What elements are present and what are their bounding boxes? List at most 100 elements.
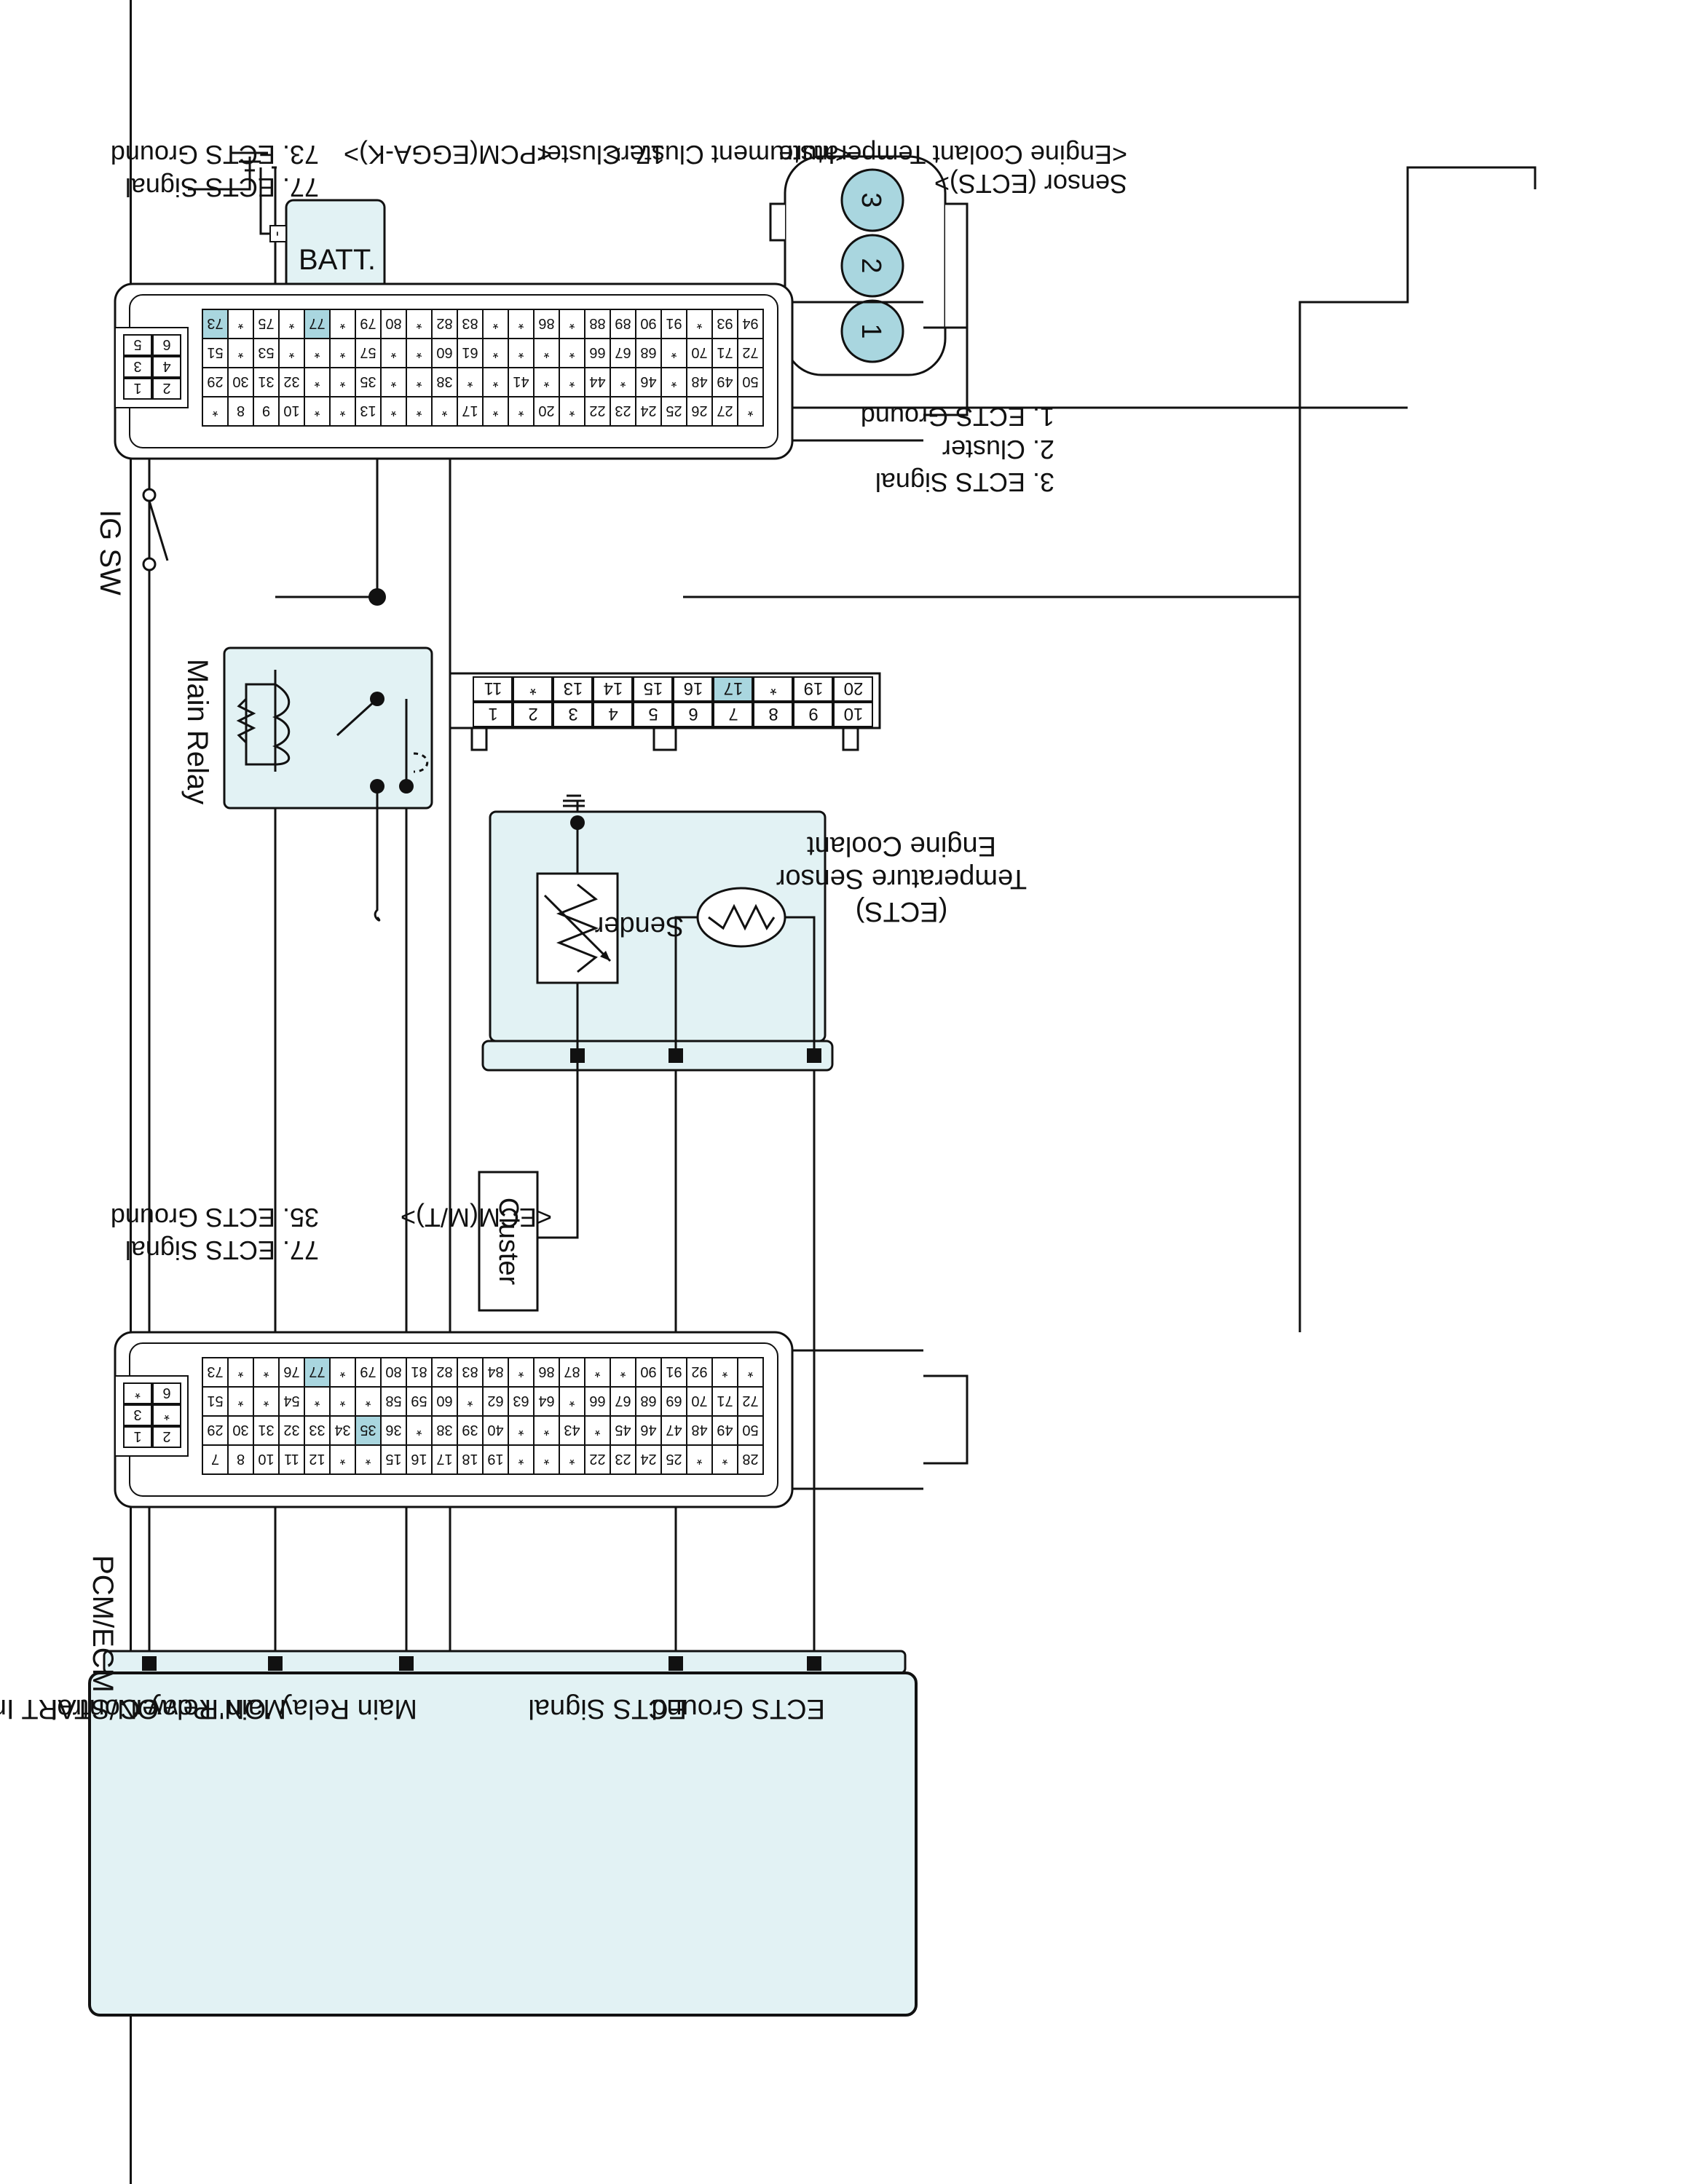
cluster-connector-face: <Instrument Cluster> 17. Cluster 2019*17… — [449, 140, 881, 751]
pcm-connector-pin-label: * — [288, 344, 294, 360]
cluster-pin-label: 15 — [644, 678, 663, 698]
pcm-connector-pin-label: 17 — [462, 403, 478, 419]
pcm-pin-ects-signal: ECTS Signal — [528, 1693, 687, 1724]
ecm-connector-pin-label: 23 — [615, 1451, 631, 1467]
pcm-connector-strip — [103, 1650, 907, 1674]
pcm-connector-pin-label: 30 — [232, 373, 248, 389]
ecm-connector-pin-label: 72 — [742, 1393, 758, 1409]
ecm-connector-pin-label: 62 — [487, 1393, 503, 1409]
pcm-connector-pin-label: * — [696, 315, 702, 331]
pcm-connector-pin-label: 91 — [666, 315, 682, 331]
ecm-connector-pin-label: 19 — [487, 1451, 503, 1467]
ecm-connector-pin-label: 31 — [258, 1422, 274, 1438]
relay-coil — [272, 683, 291, 766]
cluster-pin-label: 9 — [808, 704, 818, 724]
pcm-connector-pin-label: 77 — [309, 315, 325, 331]
ecm-connector-pin-label: 82 — [436, 1364, 452, 1380]
ects-connector-title-1: <Engine Coolant Temperature — [778, 140, 1127, 170]
ecm-connector-pin-label: 68 — [640, 1393, 656, 1409]
pcm-connector-pin-label: 38 — [436, 373, 452, 389]
pcm-connector-pin-label: 26 — [691, 403, 707, 419]
ecm-connector-pin-label: 45 — [615, 1422, 631, 1438]
pcm-connector-pin-label: * — [416, 315, 422, 331]
pcm-connector-pin-label: * — [237, 344, 243, 360]
pcm-connector-pin-label: * — [467, 373, 473, 389]
pcm-connector-pin-label: * — [543, 344, 549, 360]
cluster-pin-cell — [553, 676, 593, 702]
pcm-connector-pin-label: * — [314, 373, 320, 389]
pcm-connector-pin-label: * — [314, 344, 320, 360]
pcm-pin-main-relay-control: Main Relay Control — [51, 1693, 286, 1724]
ecm-connector-pin-label: * — [747, 1364, 753, 1380]
pcm-connector-pin-label: 70 — [691, 344, 707, 360]
pcm-connector-pin-label: * — [339, 315, 345, 331]
ecm-connector-aux-cell — [152, 1404, 181, 1426]
pcm-connector-pin-label: 57 — [360, 344, 376, 360]
ecm-connector-aux-cell — [123, 1426, 152, 1448]
cluster-pin-label: 11 — [484, 678, 502, 698]
ects-block-name-2: Temperature Sensor — [776, 863, 1028, 894]
ecm-connector-pin-label: 32 — [283, 1422, 299, 1438]
pcm-connector-pin-label: * — [492, 373, 498, 389]
cluster-pin-label: 19 — [804, 678, 824, 698]
ects-pin-3 — [840, 168, 904, 232]
pcm-connector-pin-label: * — [569, 403, 575, 419]
pcm-connector-pin-label: 44 — [589, 373, 605, 389]
cluster-pin-cell — [593, 702, 633, 727]
ects-legend-2: 2. Cluster — [942, 435, 1054, 464]
ecm-connector-pin-label: 86 — [538, 1364, 554, 1380]
ecm-connector-pin-label: 10 — [258, 1451, 274, 1467]
ecm-connector-pin-label: 77 — [309, 1364, 325, 1380]
ecm-connector-pin-label: 64 — [538, 1393, 554, 1409]
pcm-connector-pin-label: 82 — [436, 315, 452, 331]
cluster-pin-cell — [673, 676, 713, 702]
ecm-connector-pin-label: 7 — [211, 1451, 219, 1467]
cluster-pin-label: 2 — [528, 704, 537, 724]
ecm-connector-pin-label: 84 — [487, 1364, 503, 1380]
pcm-connector-pin-label: 46 — [640, 373, 656, 389]
ects-pin-label-3: 3 — [856, 192, 886, 207]
pcm-pin-ects-ground: ECTS Ground — [651, 1693, 825, 1724]
ecm-connector-pin-label: * — [594, 1422, 600, 1438]
pcm-connector-pin-label: * — [212, 403, 218, 419]
ecm-connector-pin-label: 34 — [334, 1422, 350, 1438]
pcm-connector-pin-label: * — [416, 403, 422, 419]
main-relay-label: Main Relay — [181, 659, 213, 804]
cluster-pin-label: 17 — [724, 678, 744, 698]
ecm-connector-pin-label: 92 — [691, 1364, 707, 1380]
pcm-connector-pin-label: 24 — [640, 403, 656, 419]
pcm-connector-aux-label: 2 — [162, 380, 170, 396]
pcm-connector-pin-label: * — [339, 344, 345, 360]
cluster-pin-cell — [473, 702, 513, 727]
ecm-connector-pin-label: 35 — [360, 1422, 376, 1438]
pcm-connector-pin-label: * — [314, 403, 320, 419]
cluster-pin-cell — [713, 676, 753, 702]
pcm-connector-pin-label: 90 — [640, 315, 656, 331]
ects-pin-1 — [840, 299, 904, 363]
ecm-connector-pin-label: 50 — [742, 1422, 758, 1438]
pcm-connector-aux-label: 5 — [133, 336, 141, 352]
cluster-pin-cell — [673, 702, 713, 727]
ecm-connector-aux-label: * — [135, 1385, 141, 1401]
pcm-ecm-block: PCM/ECM ON/START Input Main Relay Contro… — [0, 1555, 918, 2017]
ecm-legend-2: 77. ECTS Signal — [125, 1235, 319, 1265]
ects-pin-2 — [840, 234, 904, 298]
cluster-pin-label: 5 — [648, 704, 658, 724]
pcm-connector-pin-label: 93 — [717, 315, 733, 331]
ecm-connector-pin-label: 33 — [309, 1422, 325, 1438]
ecm-connector-pin-label: * — [365, 1393, 371, 1409]
sender-label: Sender — [594, 911, 684, 941]
pcm-connector-pin-label: 71 — [717, 344, 733, 360]
cluster-pin-label: 16 — [684, 678, 703, 698]
cluster-pin-label: 10 — [844, 704, 864, 724]
pcm-connector-title: <PCM(EGGA-K)> — [344, 140, 552, 170]
pcm-pin-on-start: ON/START Input — [0, 1693, 159, 1724]
ecm-connector-pin-label: 59 — [411, 1393, 427, 1409]
ecm-connector-pin-label: * — [722, 1451, 727, 1467]
pcm-connector-pin-label: 48 — [691, 373, 707, 389]
pcm-connector-pin-label: * — [492, 403, 498, 419]
ecm-connector-pin-label: 73 — [207, 1364, 223, 1380]
pcm-connector-pin-label: 35 — [360, 373, 376, 389]
